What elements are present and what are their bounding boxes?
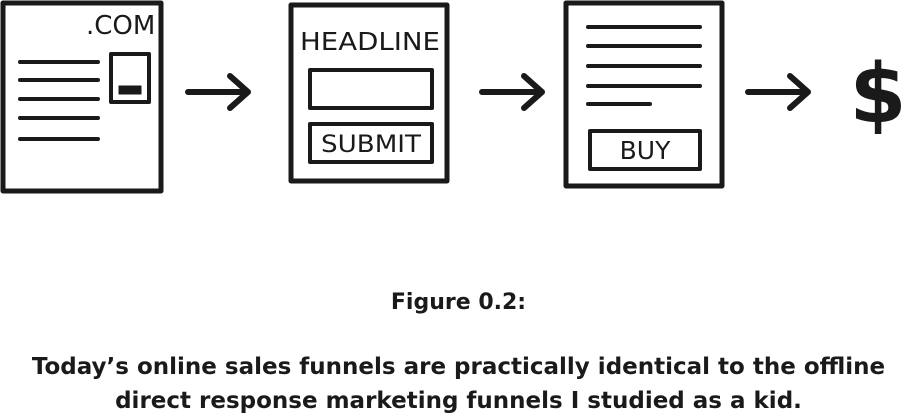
- arrow-right-icon: [185, 73, 251, 111]
- email-field: [308, 68, 434, 110]
- submit-label: SUBMIT: [321, 130, 421, 158]
- caption-line-2: direct response marketing funnels I stud…: [115, 388, 802, 414]
- caption-line-1: Today’s online sales funnels are practic…: [31, 354, 886, 380]
- domain-label: .COM: [86, 11, 155, 41]
- buy-label: BUY: [620, 136, 671, 165]
- headline-label: HEADLINE: [300, 27, 440, 56]
- sales-page: [563, 0, 725, 189]
- arrow-right-icon: [479, 73, 545, 111]
- figure-label: Figure 0.2:: [390, 290, 527, 315]
- optin-page: [288, 2, 450, 184]
- buy-button: [588, 129, 702, 171]
- sidebar-widget: [109, 52, 151, 104]
- arrow-right-icon: [745, 73, 811, 111]
- dollar-sign-icon: $: [849, 47, 906, 142]
- funnel-diagram: .COM HEADLINE SUBMIT BUY $: [0, 0, 917, 200]
- figure-caption: Today’s online sales funnels are practic…: [0, 350, 917, 418]
- submit-button: [308, 122, 434, 164]
- website-page: [0, 0, 164, 194]
